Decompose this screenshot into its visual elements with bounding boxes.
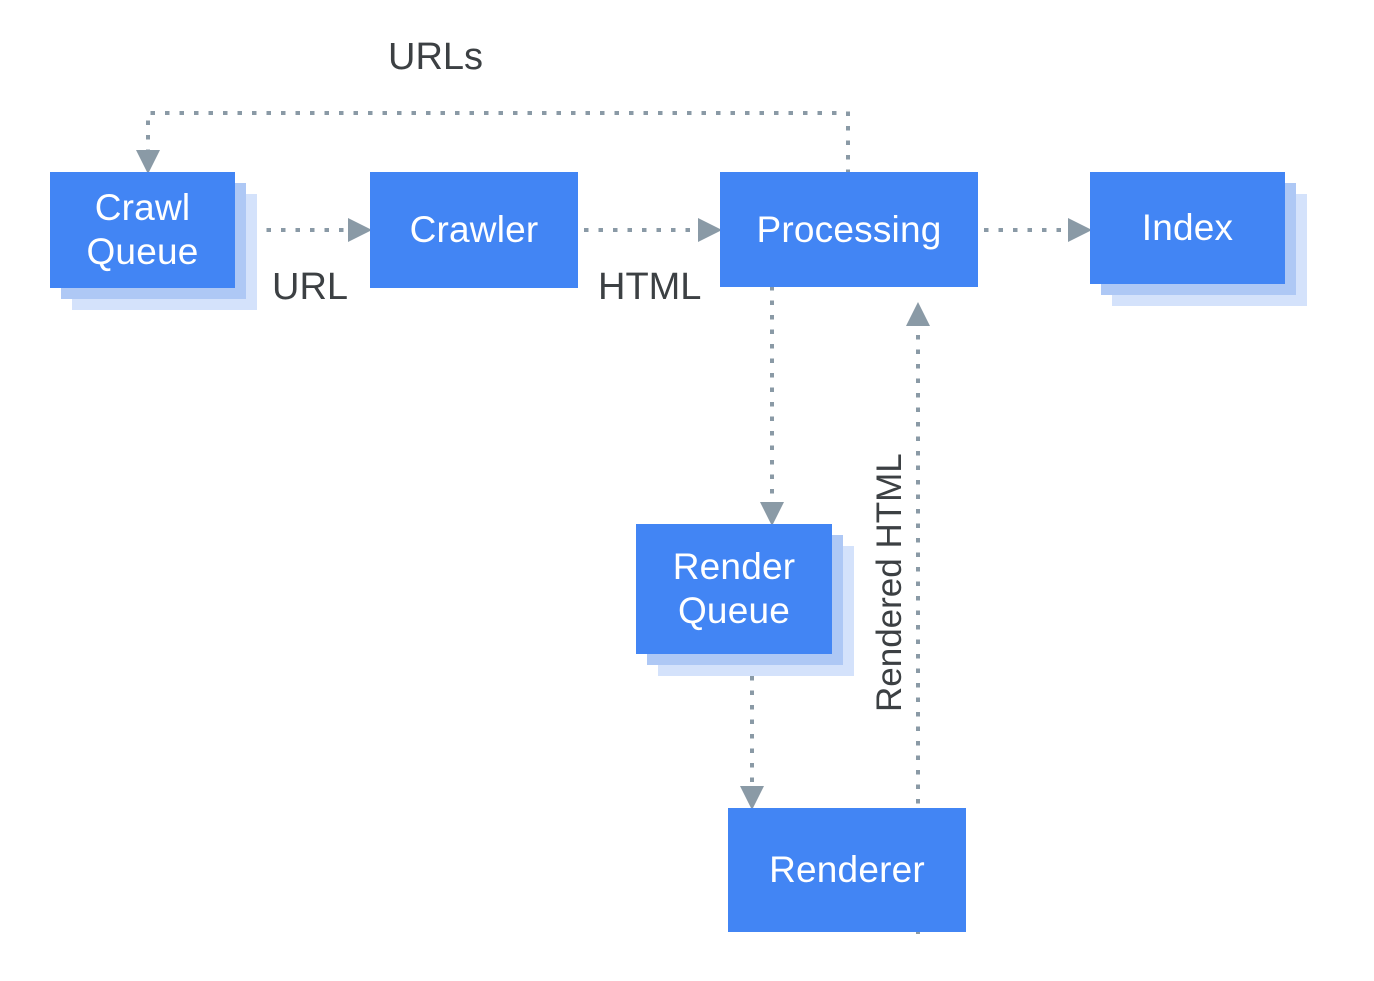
node-crawl-queue-label: Crawl Queue xyxy=(50,172,235,288)
edge-label-urls: URLs xyxy=(388,36,484,78)
node-index[interactable]: Index xyxy=(1090,172,1307,306)
edge-label-rendered-html: Rendered HTML xyxy=(870,453,909,712)
edge-label-url: URL xyxy=(272,266,349,308)
edge-processing-to-crawlqueue xyxy=(136,111,850,174)
node-processing-label: Processing xyxy=(720,172,978,287)
edge-crawler-to-processing xyxy=(584,218,722,242)
node-renderer-label: Renderer xyxy=(728,808,966,932)
edge-processing-to-renderqueue xyxy=(760,286,784,526)
node-crawler[interactable]: Crawler xyxy=(370,172,578,288)
node-render-queue-label: Render Queue xyxy=(636,524,832,654)
node-crawl-queue[interactable]: Crawl Queue xyxy=(50,172,257,310)
node-processing[interactable]: Processing xyxy=(720,172,978,287)
node-crawler-label: Crawler xyxy=(370,172,578,288)
edge-processing-to-index xyxy=(984,218,1092,242)
node-renderer[interactable]: Renderer xyxy=(728,808,966,932)
edge-renderqueue-to-renderer xyxy=(740,676,764,810)
edge-crawlqueue-to-crawler xyxy=(252,218,372,242)
node-index-label: Index xyxy=(1090,172,1285,284)
node-render-queue[interactable]: Render Queue xyxy=(636,524,854,676)
edge-label-html: HTML xyxy=(598,266,702,308)
